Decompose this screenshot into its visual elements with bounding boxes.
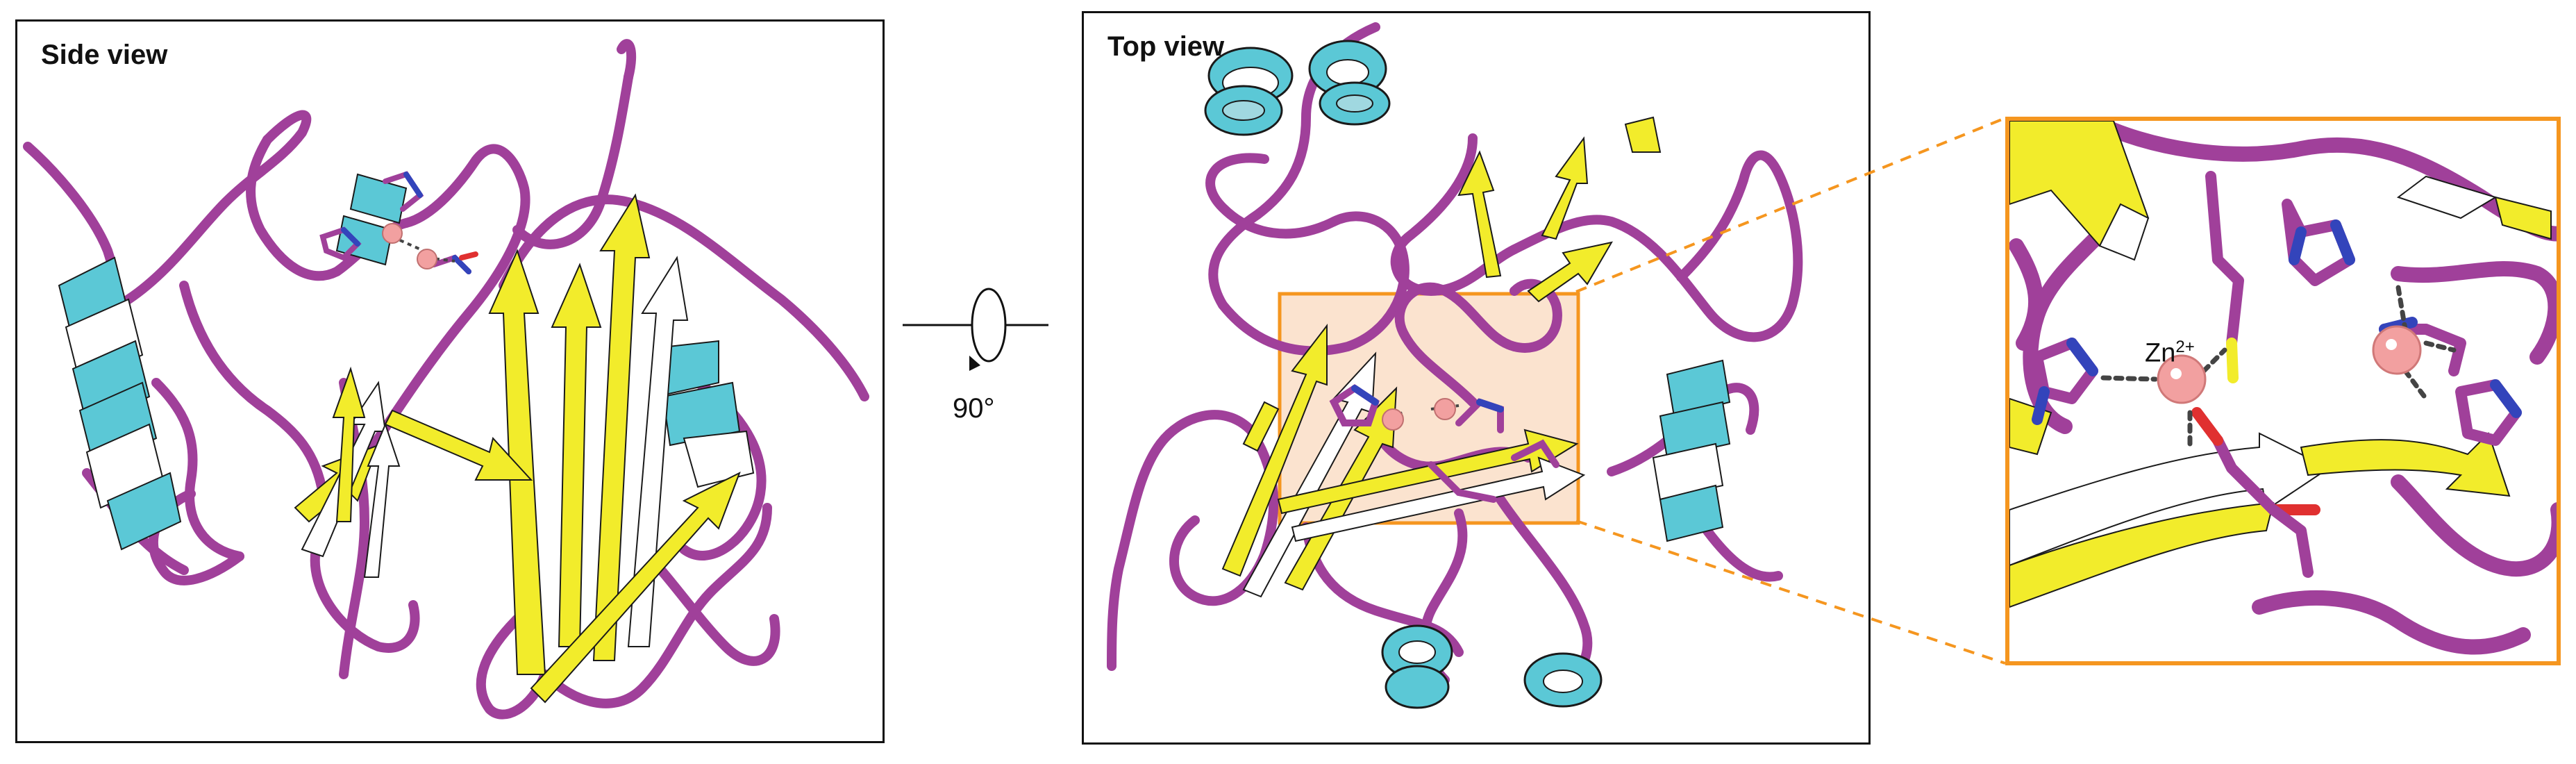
top-helix-bottom (1381, 624, 1603, 709)
top-active-site-sticks (1329, 383, 1559, 503)
top-zinc-ions (1382, 398, 1456, 431)
zoom-zinc-ion-2 (2372, 325, 2422, 375)
top-helix-upper-center (1308, 40, 1391, 126)
zoom-zinc-ion-1 (2157, 354, 2207, 404)
top-helix-upper-left (1204, 47, 1294, 136)
side-zinc-ion-1 (382, 223, 403, 244)
side-view-panel: Side view (15, 19, 885, 743)
top-zinc-ion-1 (1382, 408, 1404, 431)
side-helix-small-center (335, 173, 408, 266)
zoom-zinc-ion-2-highlight (2386, 339, 2397, 350)
top-view-panel: Top view (1082, 11, 1871, 745)
side-view-title: Side view (41, 40, 168, 70)
zoom-beta-sheet (2009, 121, 2552, 608)
top-view-title: Top view (1107, 31, 1225, 62)
side-coordination-bonds (392, 235, 455, 263)
rotation-arrow-icon (903, 288, 1048, 371)
rotation-indicator: 90° (903, 264, 1062, 445)
side-loop-coil (23, 39, 869, 720)
side-view-structure (23, 39, 869, 720)
top-zinc-ion-2 (1434, 398, 1456, 420)
side-helix-right (655, 340, 755, 488)
zoom-coordination-bonds (2100, 285, 2457, 450)
side-zinc-ions (382, 223, 437, 269)
side-zinc-ion-2 (417, 249, 437, 269)
zoom-zinc-ion-1-highlight (2171, 368, 2182, 379)
zinc-ion-charge: 2+ (2175, 338, 2195, 356)
top-beta-sheet (1221, 116, 1662, 598)
zoom-active-site-panel: Zn2+ (2005, 117, 2561, 665)
zinc-ion-label: Zn2+ (2145, 338, 2195, 369)
top-helix-right (1652, 359, 1731, 542)
zoom-zinc-ions (2157, 325, 2422, 404)
side-helix-bundle-left (58, 256, 182, 551)
zoom-active-site-structure (2009, 121, 2557, 655)
rotation-angle-label: 90° (953, 393, 995, 424)
side-beta-sheet (294, 193, 741, 704)
side-active-site-sticks (319, 171, 478, 274)
top-view-structure (1107, 22, 1803, 709)
zinc-ion-symbol: Zn (2145, 338, 2176, 368)
